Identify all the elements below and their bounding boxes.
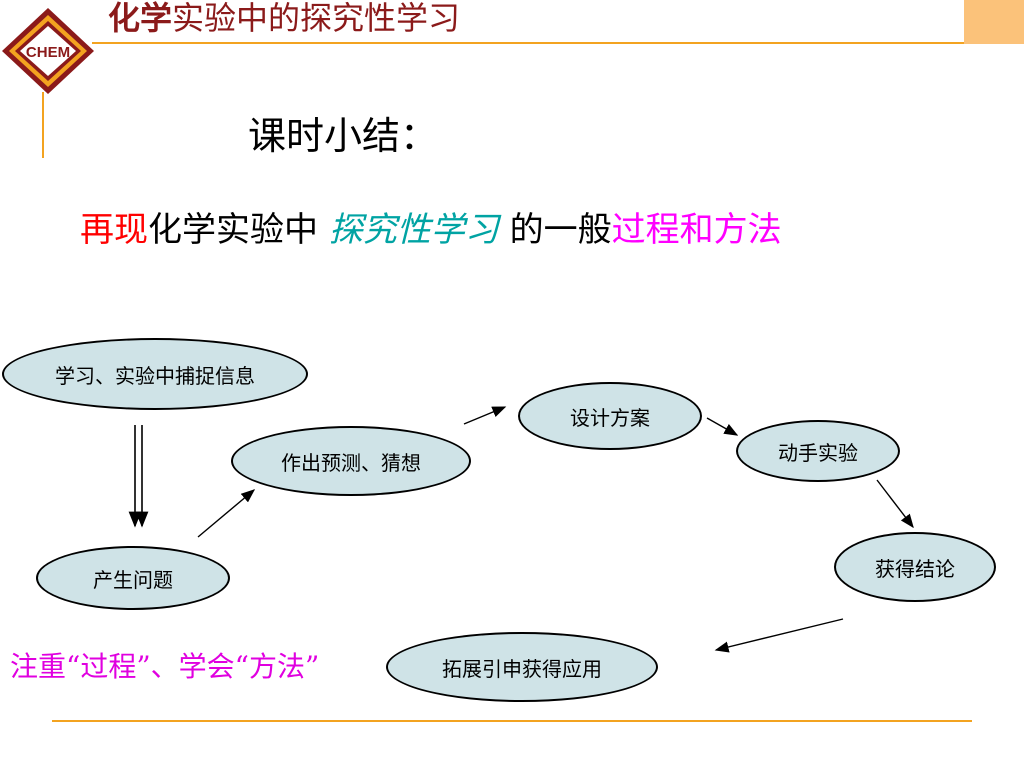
statement-part-1: 再现 — [80, 210, 148, 250]
arrow-to-experiment — [706, 417, 739, 436]
title-rest: 实验中的探究性学习 — [172, 0, 461, 37]
statement-part-2: 化学实验中 — [148, 210, 329, 250]
main-statement: 再现化学实验中 探究性学习 的一般过程和方法 — [80, 207, 782, 253]
side-rule — [42, 92, 44, 158]
node-raise-question: 产生问题 — [36, 546, 230, 610]
method-note: 注重“过程”、学会“方法” — [10, 650, 320, 683]
statement-part-3: 探究性学习 — [328, 210, 499, 250]
node-design-plan: 设计方案 — [518, 382, 702, 450]
node-experiment: 动手实验 — [736, 420, 900, 482]
node-capture-info: 学习、实验中捕捉信息 — [2, 338, 308, 410]
chem-logo: CHEM — [0, 6, 96, 96]
arrow-to-conclusion — [876, 479, 914, 529]
arrow-to-predict — [197, 489, 256, 538]
node-application: 拓展引申获得应用 — [386, 632, 658, 702]
page-title: 化学实验中的探究性学习 — [108, 0, 460, 38]
statement-part-5: 过程和方法 — [611, 210, 782, 250]
arrow-to-design — [463, 406, 507, 425]
logo-text: CHEM — [26, 44, 70, 61]
node-conclusion: 获得结论 — [834, 532, 996, 602]
footer-rule — [52, 720, 972, 722]
header-rule — [92, 42, 972, 44]
corner-accent — [964, 0, 1024, 44]
summary-title: 课时小结： — [248, 114, 439, 158]
title-bold: 化学 — [108, 0, 173, 37]
node-predict: 作出预测、猜想 — [231, 426, 471, 496]
statement-part-4: 的一般 — [498, 210, 612, 250]
arrow-to-application — [714, 618, 844, 653]
